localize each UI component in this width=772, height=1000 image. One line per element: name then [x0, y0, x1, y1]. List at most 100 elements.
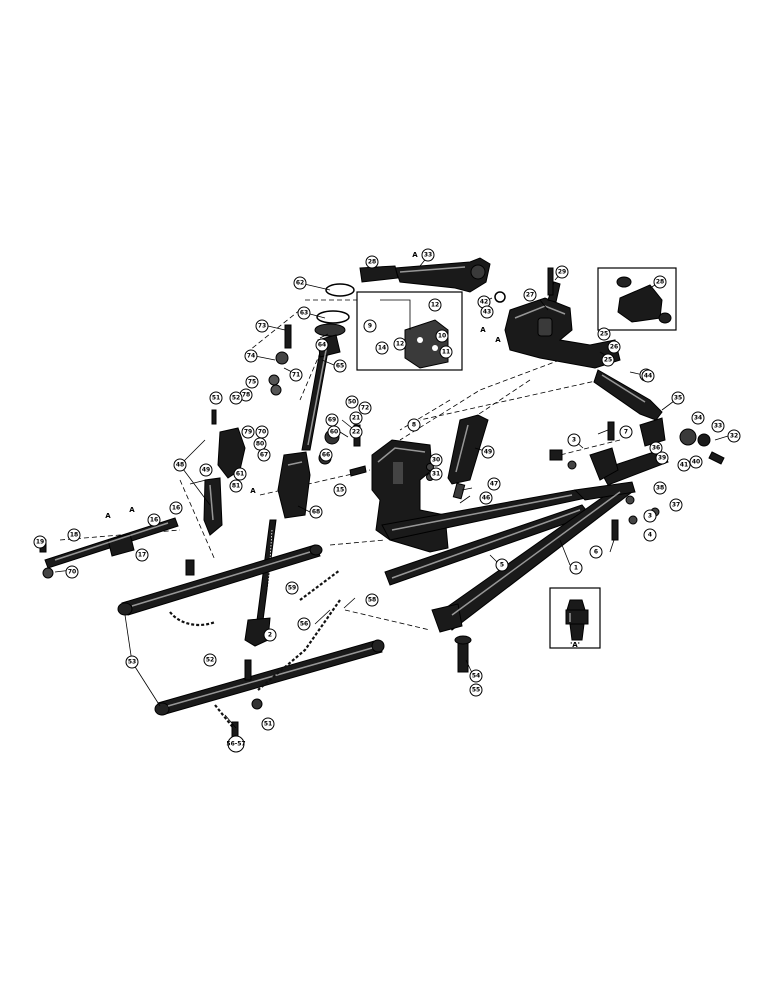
callout-number: 72: [361, 405, 369, 412]
callout-number: 55: [472, 687, 480, 694]
part-callout: 6: [589, 545, 603, 559]
callout-number: 49: [484, 449, 492, 456]
drawbar-arms[interactable]: [381, 481, 636, 633]
part-callout: 37: [669, 498, 683, 512]
callout-number: 16: [172, 505, 180, 512]
part-callout: 25: [601, 353, 615, 367]
callout-number: 30: [432, 457, 440, 464]
callout-number: 58: [368, 597, 376, 604]
part-callout: 3: [567, 433, 581, 447]
part-callout: 30: [429, 453, 443, 467]
callout-number: 31: [432, 471, 440, 478]
part-callout: 52: [229, 391, 243, 405]
part-callout: 52: [203, 653, 217, 667]
callout-number: 64: [318, 342, 326, 349]
letter-mark: A: [129, 506, 135, 514]
callout-number: 12: [431, 302, 439, 309]
part-callout: 3: [643, 509, 657, 523]
part-callout: 12: [428, 298, 442, 312]
callout-number: 4: [648, 532, 652, 539]
callout-number: 53: [128, 659, 136, 666]
part-callout: 63: [297, 306, 311, 320]
part-callout: 15: [333, 483, 347, 497]
callout-number: 63: [300, 310, 308, 317]
part-callout: 70: [65, 565, 79, 579]
part-callout: 16: [169, 501, 183, 515]
callout-number: 5: [500, 562, 504, 569]
letter-mark: A: [412, 251, 418, 259]
callout-number: 73: [258, 323, 266, 330]
callout-number: 36: [652, 445, 660, 452]
part-callout: 61: [233, 467, 247, 481]
part-callout: 16: [147, 513, 161, 527]
callout-number: 11: [442, 349, 450, 356]
part-callout: 12: [393, 337, 407, 351]
callout-number: 70: [258, 429, 266, 436]
callout-number: 51: [212, 395, 220, 402]
callout-number: 17: [138, 552, 146, 559]
part-callout: 59: [285, 581, 299, 595]
part-callouts: 2833624243272928129141210117363646572717…: [33, 248, 741, 753]
part-callout: 25: [597, 327, 611, 341]
callout-number: 15: [336, 487, 344, 494]
callout-number: 27: [526, 292, 534, 299]
rockshaft[interactable]: [301, 334, 341, 451]
part-callout: 71: [289, 368, 303, 382]
callout-number: 81: [232, 483, 240, 490]
part-callout: 70: [255, 425, 269, 439]
cross-shaft[interactable]: [44, 517, 179, 569]
callout-number: 42: [480, 299, 488, 306]
callout-number: 26: [610, 344, 618, 351]
part-callout: 80: [253, 437, 267, 451]
callout-number: 68: [312, 509, 320, 516]
callout-number: 47: [490, 481, 498, 488]
lift-link-rod[interactable]: [244, 451, 311, 647]
part-callout: 19: [33, 535, 47, 549]
part-callout: 47: [487, 477, 501, 491]
part-callout: 9: [363, 319, 377, 333]
alignment-marks: A A A A A A: [105, 251, 501, 520]
callout-number: 7: [624, 429, 628, 436]
callout-number: 37: [672, 502, 680, 509]
callout-number: 56-57: [226, 741, 245, 748]
right-pivot-arm[interactable]: [589, 417, 711, 486]
callout-number: 52: [206, 657, 214, 664]
callout-number: 52: [232, 395, 240, 402]
part-callout: 69: [325, 413, 339, 427]
part-callout: 56-57: [226, 735, 246, 753]
upper-left-lower-link[interactable]: [117, 544, 323, 616]
callout-number: 14: [378, 345, 386, 352]
callout-number: 21: [352, 415, 360, 422]
part-callout: 53: [125, 655, 139, 669]
part-callout: 27: [523, 288, 537, 302]
lower-link[interactable]: [154, 639, 385, 716]
part-callout: 51: [209, 391, 223, 405]
callout-number: 56: [300, 621, 308, 628]
part-callout: 35: [671, 391, 685, 405]
part-callout: 72: [358, 401, 372, 415]
callout-number: 48: [176, 462, 184, 469]
part-callout: 7: [619, 425, 633, 439]
rockshaft-arm[interactable]: [359, 257, 491, 293]
callout-number: 32: [730, 433, 738, 440]
part-callout: 22: [349, 425, 363, 439]
hitch-pin[interactable]: [454, 635, 472, 673]
hydraulic-cylinder[interactable]: [447, 414, 489, 500]
callout-number: 2: [268, 632, 272, 639]
callout-number: 25: [600, 331, 608, 338]
part-callout: 17: [135, 548, 149, 562]
callout-number: 50: [348, 399, 356, 406]
part-callout: 50: [345, 395, 359, 409]
left-lift-arm[interactable]: [203, 427, 246, 536]
inset-caption: 'A': [570, 641, 580, 649]
callout-number: 35: [674, 395, 682, 402]
callout-number: 22: [352, 429, 360, 436]
callout-number: 6: [594, 549, 598, 556]
lift-cylinder-housing[interactable]: [504, 281, 621, 369]
callout-number: 54: [472, 673, 480, 680]
callout-number: 3: [648, 513, 652, 520]
part-callout: 43: [480, 305, 494, 319]
part-callout: 78: [239, 388, 253, 402]
callout-number: 46: [482, 495, 490, 502]
part-callout: 73: [255, 319, 269, 333]
